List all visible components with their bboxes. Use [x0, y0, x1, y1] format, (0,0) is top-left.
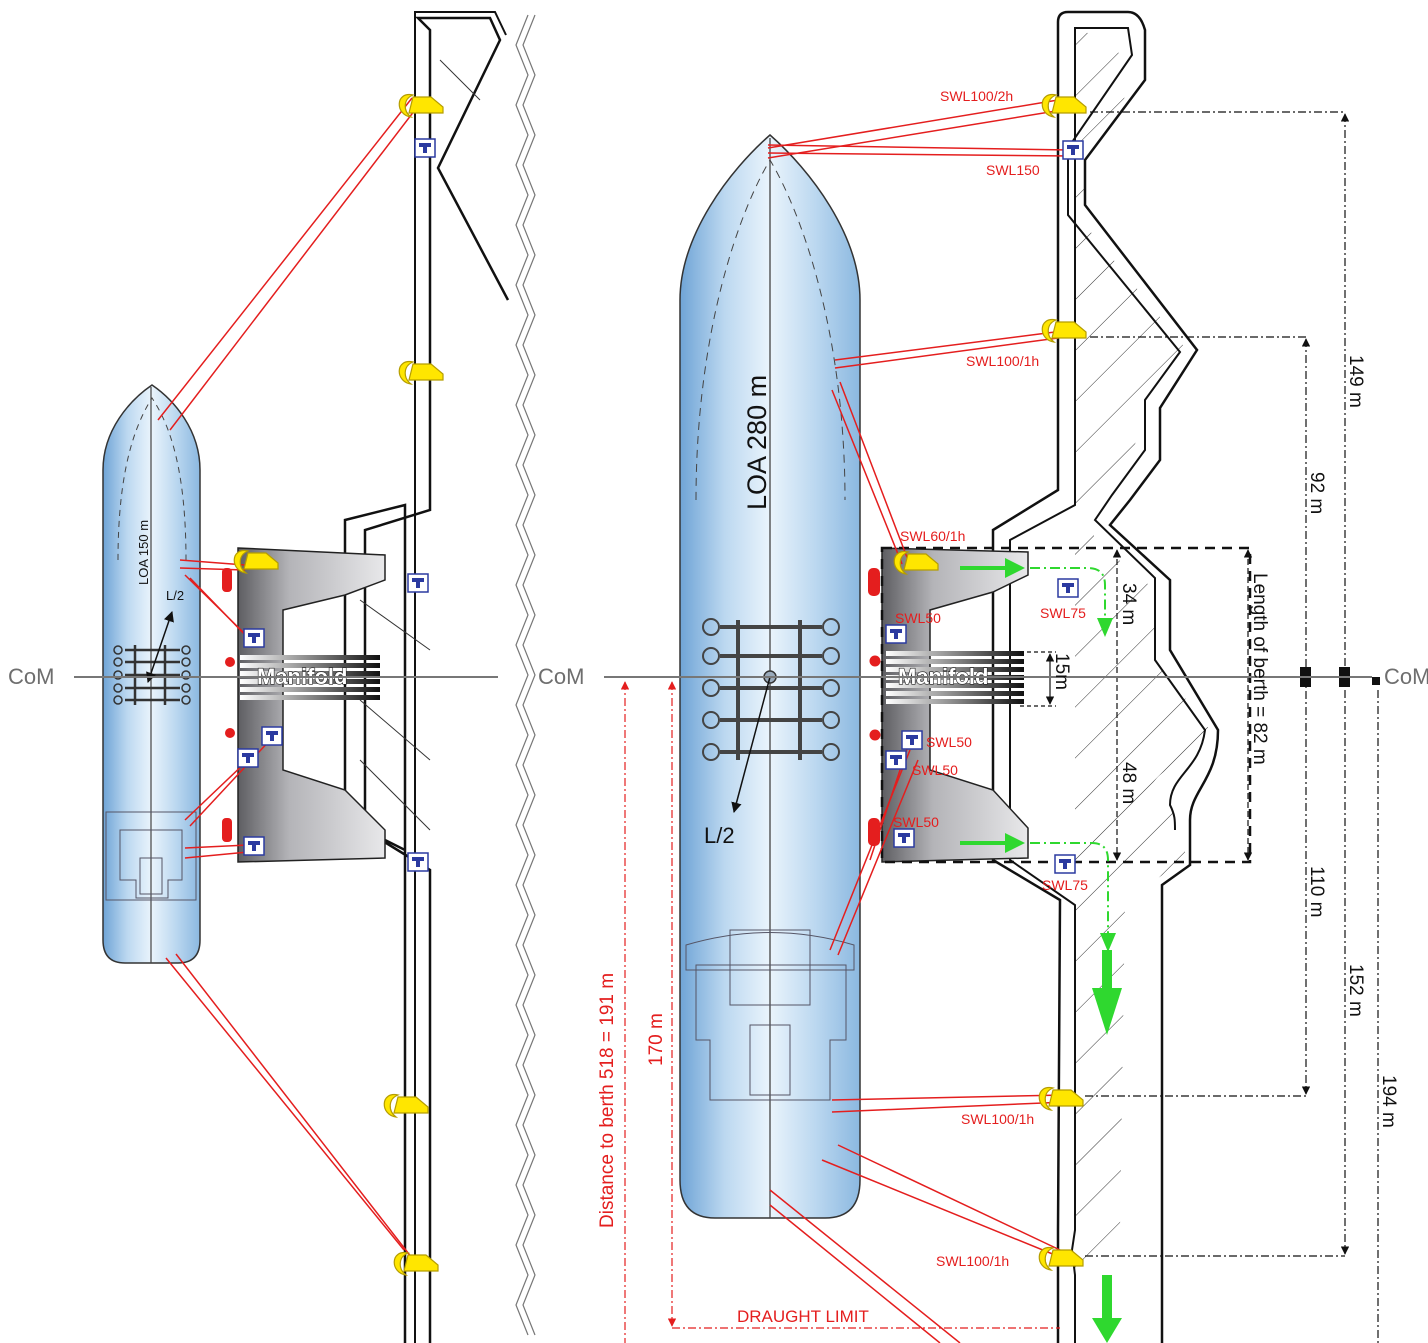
small-ship-half-length-label: L/2 — [166, 588, 184, 603]
bollard-left-2 — [407, 573, 429, 593]
label-hook-upper: SWL100/1h — [966, 353, 1039, 369]
label-bollard-platform-2: SWL50 — [926, 734, 972, 750]
right-panel: Manifold LOA 280 m L/2 — [538, 10, 1428, 1343]
red-dimension-lines — [620, 681, 1060, 1343]
draught-limit-label: DRAUGHT LIMIT — [737, 1307, 869, 1326]
com-tick-3 — [1372, 677, 1380, 685]
dim-152: 152 m — [1345, 964, 1366, 1017]
large-ship-loa-label: LOA 280 m — [742, 375, 772, 510]
hoses-left — [240, 655, 380, 700]
label-hook-top: SWL100/2h — [940, 88, 1013, 104]
bollard-right-platform-3 — [885, 750, 907, 770]
dim-92: 92 m — [1306, 472, 1327, 514]
platform-right — [881, 547, 1029, 863]
small-ship-loa-label: LOA 150 m — [136, 520, 151, 585]
bollard-left-platform-1 — [243, 628, 265, 648]
dim-170: 170 m — [646, 1013, 667, 1066]
dim-110: 110 m — [1306, 866, 1327, 917]
label-hook-lower-2: SWL100/1h — [936, 1253, 1009, 1269]
bollard-left-1 — [414, 138, 436, 158]
hook-left-2 — [398, 360, 444, 385]
dim-15: 15m — [1051, 653, 1072, 690]
dimension-lines — [1020, 111, 1379, 1343]
dim-berth-length: Length of berth = 82 m — [1249, 573, 1270, 765]
quay-hatch-left — [359, 59, 481, 831]
bollard-right-platform-1 — [885, 624, 907, 644]
label-bollard-shore-upper: SWL75 — [1040, 605, 1086, 621]
bollard-left-3 — [407, 852, 429, 872]
bollard-left-platform-2 — [261, 726, 283, 746]
label-hook-platform: SWL60/1h — [900, 528, 965, 544]
break-line — [515, 14, 529, 1336]
dim-194: 194 m — [1378, 1075, 1399, 1128]
bollard-right-platform-2 — [901, 730, 923, 750]
dim-149: 149 m — [1345, 355, 1366, 408]
large-ship-manifold-grid — [702, 618, 840, 761]
large-ship-deckhouse — [729, 929, 811, 1006]
bollard-left-platform-4 — [243, 836, 265, 856]
flow-arrows — [960, 558, 1122, 1343]
bollard-right-top — [1062, 140, 1084, 160]
left-panel: Manifold LOA 150 m L/2 — [8, 11, 536, 1343]
small-ship-funnel — [139, 857, 163, 895]
label-bollard-platform-4: SWL50 — [893, 814, 939, 830]
hook-left-1 — [398, 93, 444, 118]
fender-left-2 — [222, 818, 232, 842]
small-ship-half-length-arrow — [146, 611, 174, 683]
bollard-right-shore-upper — [1057, 578, 1079, 598]
bollard-left-platform-3 — [237, 748, 259, 768]
berth-box — [880, 546, 1252, 864]
small-ship-deck-line — [117, 397, 187, 561]
large-ship-deck-line — [695, 159, 846, 501]
label-bollard-platform-1: SWL50 — [895, 610, 941, 626]
bollard-right-shore-lower — [1054, 854, 1076, 874]
bollard-right-platform-4 — [893, 828, 915, 848]
fender-dot-right-1 — [869, 655, 881, 667]
platform-left — [237, 547, 386, 863]
label-bollard-shore-lower: SWL75 — [1042, 877, 1088, 893]
label-hook-lower-1: SWL100/1h — [961, 1111, 1034, 1127]
small-ship-superstructure — [105, 811, 197, 901]
break-line-2 — [522, 14, 536, 1336]
mooring-lines-right — [767, 99, 1073, 1343]
large-ship-half-length-label: L/2 — [704, 823, 735, 848]
fender-dot-right-2 — [869, 729, 881, 741]
label-bollard-top: SWL150 — [986, 162, 1040, 178]
fender-right-1 — [868, 568, 880, 596]
dim-34: 34 m — [1118, 583, 1139, 625]
quay-left — [343, 16, 510, 1343]
label-bollard-platform-3: SWL50 — [912, 762, 958, 778]
fender-right-2 — [868, 818, 880, 846]
large-ship-superstructure — [695, 964, 847, 1101]
large-ship-bridge-wing — [685, 932, 855, 971]
hook-left-4 — [393, 1251, 439, 1276]
fender-dot-left-1 — [225, 657, 235, 667]
com-label-left-of-right-panel: CoM — [538, 664, 584, 689]
fender-left-1 — [222, 568, 232, 592]
dim-distance-to-berth: Distance to berth 518 = 191 m — [597, 973, 618, 1228]
large-ship-half-length-arrow — [731, 676, 771, 814]
quay-right-inner — [1009, 27, 1207, 1343]
mooring-lines-left — [157, 97, 419, 1259]
com-label-right: CoM — [1384, 664, 1428, 689]
fender-dot-left-2 — [225, 728, 235, 738]
com-label-left: CoM — [8, 664, 54, 689]
dim-48: 48 m — [1118, 762, 1139, 804]
large-ship-funnel — [749, 1024, 791, 1096]
quay-right-outline — [991, 10, 1220, 1343]
